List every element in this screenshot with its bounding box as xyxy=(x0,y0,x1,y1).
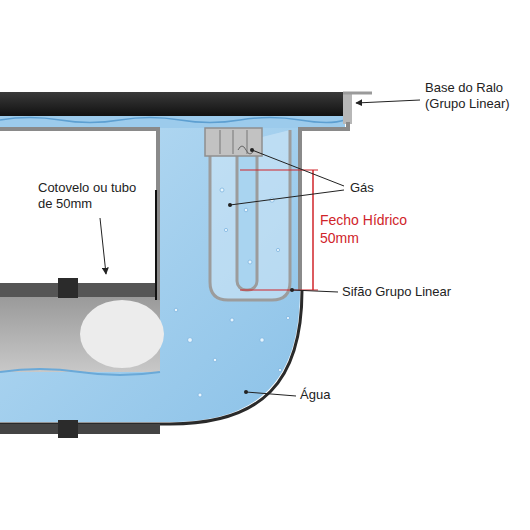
drain-base xyxy=(0,92,345,116)
part-label: Sifão Grupo Linear xyxy=(342,284,502,300)
water-body xyxy=(0,128,300,422)
part-label: Água xyxy=(300,387,380,403)
pipe-bottom-wall xyxy=(0,424,160,434)
pipe-foam xyxy=(80,300,164,368)
siphon-cap xyxy=(205,128,262,156)
label-text: Cotovelo ou tubo de 50mm xyxy=(38,180,136,211)
water-wave xyxy=(0,369,160,375)
leader-dots xyxy=(228,148,294,394)
label-text: Base do Ralo (Grupo Linear) xyxy=(425,80,510,111)
part-label: Cotovelo ou tubo de 50mm xyxy=(38,180,138,213)
label-text: Sifão Grupo Linear xyxy=(342,284,451,299)
pan-wall xyxy=(0,129,158,300)
gas-wisp xyxy=(238,146,254,154)
pipe-cuff xyxy=(58,278,78,298)
pan-wall xyxy=(300,122,348,290)
elbow-wall xyxy=(0,290,302,424)
bubbles xyxy=(174,188,289,397)
label-text: Água xyxy=(300,387,330,402)
label-text: Gás xyxy=(350,180,374,195)
pipe-cuff xyxy=(58,420,78,438)
water-layer xyxy=(0,115,345,128)
dimension-label: Fecho Hídrico 50mm xyxy=(320,212,416,247)
label-text: Fecho Hídrico 50mm xyxy=(320,212,407,246)
part-label: Base do Ralo (Grupo Linear) xyxy=(425,80,525,113)
leader-lines xyxy=(100,100,420,396)
water-layer-wave xyxy=(0,118,345,123)
part-label: Gás xyxy=(350,180,410,196)
seal-bracket xyxy=(240,170,318,290)
drain-lip xyxy=(343,92,352,124)
siphon-grate xyxy=(220,130,247,154)
drain-frame xyxy=(343,92,372,95)
pan-wall-edge xyxy=(155,190,157,300)
pipe-top-wall xyxy=(0,283,160,297)
siphon-divider xyxy=(237,140,257,290)
